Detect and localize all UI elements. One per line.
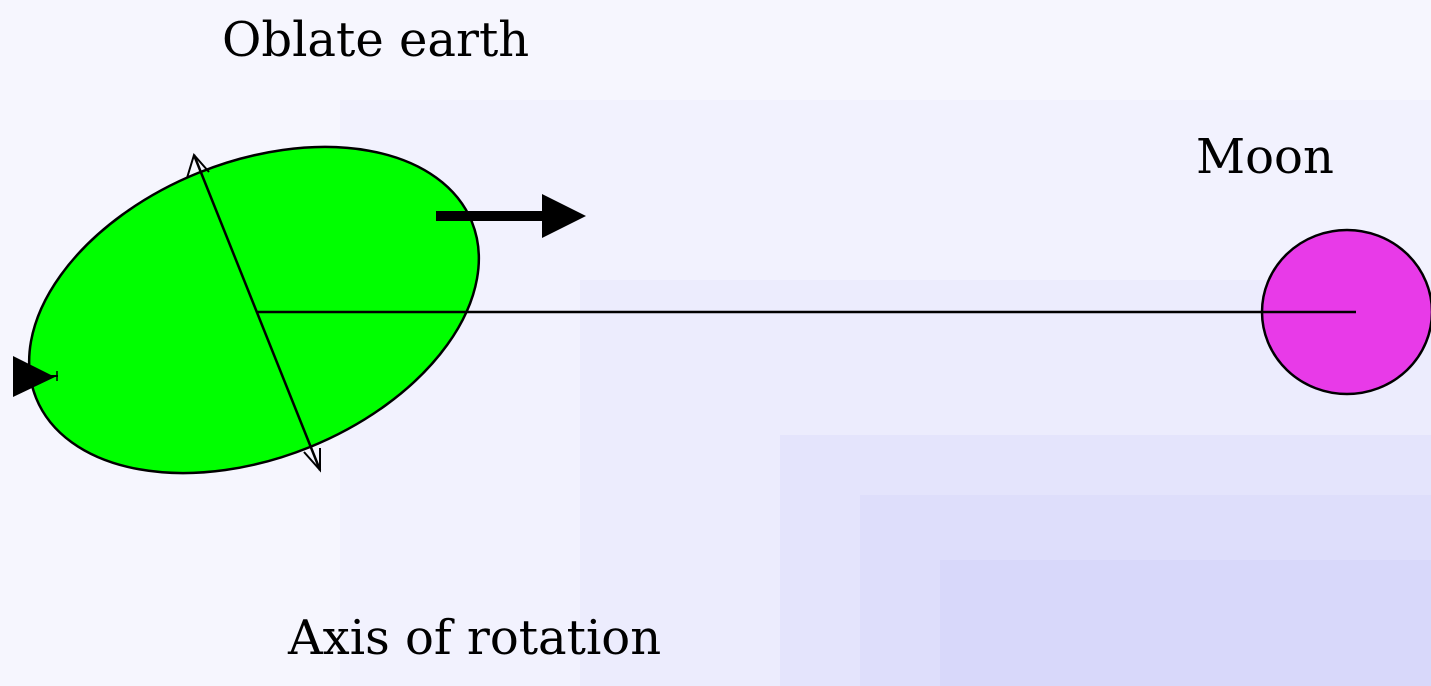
axis-of-rotation-label: Axis of rotation (288, 610, 662, 666)
moon-label: Moon (1196, 129, 1334, 185)
axis-arrowhead-top (186, 152, 210, 179)
oblate-earth-label: Oblate earth (222, 12, 530, 68)
rotation-axis-arrow (186, 152, 322, 473)
motion-arrow (436, 194, 586, 238)
axis-arrowhead-bottom (303, 448, 321, 473)
oblate-earth-ellipse (27, 145, 481, 475)
left-edge-arrow (13, 356, 58, 397)
background-gradient-band (940, 560, 1431, 686)
